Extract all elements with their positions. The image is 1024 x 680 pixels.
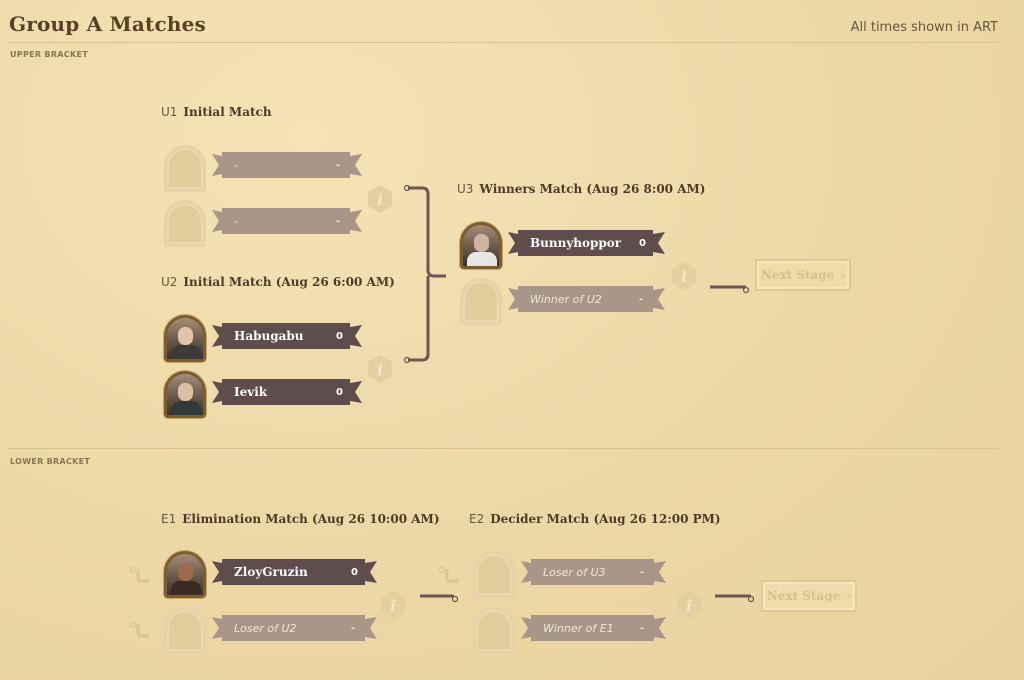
match-name: Elimination Match (Aug 26 10:00 AM)	[182, 512, 440, 526]
player-score: -	[639, 293, 644, 305]
bracket-link-icon	[715, 594, 755, 603]
page-title: Group A Matches	[9, 12, 206, 36]
match-title-u1: U1 Initial Match	[161, 105, 272, 119]
ribbon-banner	[508, 230, 665, 256]
svg-text:i: i	[377, 361, 383, 379]
ribbon-banner	[212, 559, 377, 585]
next-stage-label: Next Stage	[760, 268, 835, 282]
ribbon-banner	[521, 615, 666, 641]
next-stage-button[interactable]: Next Stage ›	[761, 580, 857, 612]
player-score: -	[351, 622, 356, 634]
player-slot[interactable]: Loser of U3 -	[521, 559, 666, 585]
player-score: -	[336, 215, 341, 227]
match-name: Decider Match (Aug 26 12:00 PM)	[490, 512, 721, 526]
player-score: -	[336, 159, 341, 171]
match-title-u3: U3 Winners Match (Aug 26 8:00 AM)	[457, 182, 705, 196]
player-slot[interactable]: Winner of E1 -	[521, 615, 666, 641]
section-divider	[8, 448, 998, 449]
player-score: 0	[336, 330, 343, 342]
player-slot[interactable]: Winner of U2 -	[508, 286, 665, 312]
player-name: Loser of U2	[234, 621, 297, 635]
svg-text:i: i	[377, 191, 383, 209]
bracket-connector	[403, 184, 446, 364]
match-code: U2	[161, 275, 178, 289]
player-name: Ievik	[234, 385, 268, 399]
match-name: Initial Match (Aug 26 6:00 AM)	[183, 275, 395, 289]
empty-portrait	[164, 145, 206, 192]
player-score: -	[640, 566, 645, 578]
player-score: 0	[639, 237, 646, 249]
player-name: Bunnyhoppor	[530, 236, 622, 250]
match-code: E1	[161, 512, 177, 526]
ribbon-banner	[508, 286, 665, 312]
next-stage-label: Next Stage	[766, 589, 841, 603]
info-icon[interactable]: i	[366, 184, 394, 214]
match-name: Winners Match (Aug 26 8:00 AM)	[479, 182, 706, 196]
player-name: -	[234, 214, 238, 228]
match-title-u2: U2 Initial Match (Aug 26 6:00 AM)	[161, 275, 395, 289]
player-score: 0	[351, 566, 358, 578]
empty-portrait	[164, 607, 206, 654]
player-slot[interactable]: Loser of U2 -	[212, 615, 377, 641]
player-name: Winner of E1	[543, 621, 614, 635]
bracket-link-icon	[438, 566, 458, 583]
empty-portrait	[164, 200, 206, 247]
chevron-right-icon: ›	[840, 268, 846, 282]
ribbon-banner	[212, 208, 362, 234]
player-avatar	[164, 371, 206, 418]
bracket-link-icon	[710, 285, 750, 294]
match-title-e1: E1 Elimination Match (Aug 26 10:00 AM)	[161, 512, 440, 526]
player-name: ZloyGruzin	[234, 565, 308, 579]
svg-text:i: i	[686, 597, 692, 615]
ribbon-banner	[212, 152, 362, 178]
header-divider	[8, 42, 998, 43]
player-slot[interactable]: Habugabu 0	[212, 323, 362, 349]
svg-text:i: i	[390, 597, 396, 615]
info-icon[interactable]: i	[379, 590, 407, 620]
player-avatar	[460, 222, 502, 269]
match-name: Initial Match	[183, 105, 272, 119]
player-slot[interactable]: Bunnyhoppor 0	[508, 230, 665, 256]
player-slot[interactable]: Ievik 0	[212, 379, 362, 405]
ribbon-banner	[212, 323, 362, 349]
match-code: U1	[161, 105, 178, 119]
upper-bracket-label: UPPER BRACKET	[10, 50, 88, 59]
player-name: Habugabu	[234, 329, 304, 343]
player-slot[interactable]: - -	[212, 208, 362, 234]
player-name: Loser of U3	[543, 565, 606, 579]
bracket-link-icon	[129, 566, 149, 583]
ribbon-banner	[521, 559, 666, 585]
player-slot[interactable]: ZloyGruzin 0	[212, 559, 377, 585]
info-icon[interactable]: i	[366, 354, 394, 384]
timezone-note: All times shown in ART	[850, 20, 998, 35]
empty-portrait	[473, 551, 515, 598]
match-code: U3	[457, 182, 474, 196]
player-name: Winner of U2	[530, 292, 602, 306]
player-score: 0	[336, 386, 343, 398]
player-avatar	[164, 315, 206, 362]
match-title-e2: E2 Decider Match (Aug 26 12:00 PM)	[469, 512, 721, 526]
player-avatar	[164, 551, 206, 598]
bracket-link-icon	[129, 621, 149, 638]
player-score: -	[640, 622, 645, 634]
empty-portrait	[473, 607, 515, 654]
bracket-link-icon	[420, 594, 459, 603]
lower-bracket-label: LOWER BRACKET	[10, 457, 91, 466]
player-slot[interactable]: - -	[212, 152, 362, 178]
svg-text:i: i	[681, 268, 687, 286]
ribbon-banner	[212, 379, 362, 405]
player-name: -	[234, 158, 238, 172]
empty-portrait	[460, 278, 502, 325]
chevron-right-icon: ›	[846, 589, 852, 603]
ribbon-banner	[212, 615, 377, 641]
info-icon[interactable]: i	[670, 261, 698, 291]
next-stage-button[interactable]: Next Stage ›	[755, 259, 851, 291]
match-code: E2	[469, 512, 485, 526]
info-icon[interactable]: i	[675, 590, 703, 620]
